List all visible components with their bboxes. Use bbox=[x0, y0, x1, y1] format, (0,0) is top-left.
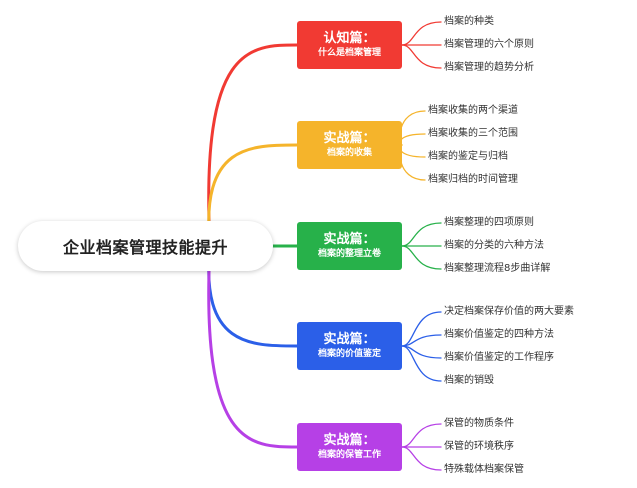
subtopic-item[interactable]: 保管的物质条件 bbox=[444, 418, 514, 429]
subtopic-item[interactable]: 档案管理的六个原则 bbox=[444, 39, 534, 50]
branch-title: 实战篇： bbox=[323, 332, 376, 347]
subtopic-connector bbox=[401, 334, 442, 347]
branch-topic-appraisal[interactable]: 实战篇： 档案的价值鉴定 bbox=[297, 322, 402, 370]
subtopic-item[interactable]: 档案整理流程8步曲详解 bbox=[444, 263, 551, 274]
subtopic-item[interactable]: 档案收集的三个范围 bbox=[428, 128, 518, 139]
subtopic-item[interactable]: 档案管理的趋势分析 bbox=[444, 62, 534, 73]
branch-connector bbox=[207, 244, 299, 449]
branch-subtitle: 档案的整理立卷 bbox=[317, 249, 381, 259]
branch-subtitle: 什么是档案管理 bbox=[317, 48, 381, 58]
branch-topic-arrangement[interactable]: 实战篇： 档案的整理立卷 bbox=[297, 222, 402, 270]
branch-subtitle: 档案的价值鉴定 bbox=[317, 349, 381, 359]
branch-connector bbox=[207, 43, 299, 248]
subtopic-connector bbox=[401, 21, 442, 46]
branch-title: 认知篇： bbox=[323, 31, 376, 46]
subtopic-connector bbox=[401, 222, 442, 247]
subtopic-connector bbox=[401, 345, 442, 359]
subtopic-item[interactable]: 档案的种类 bbox=[444, 16, 494, 27]
subtopic-item[interactable]: 档案收集的两个渠道 bbox=[428, 105, 518, 116]
branch-title: 实战篇： bbox=[323, 433, 376, 448]
subtopic-connector bbox=[401, 446, 442, 471]
subtopic-connector bbox=[401, 44, 442, 69]
subtopic-item[interactable]: 档案的分类的六种方法 bbox=[444, 240, 544, 251]
subtopic-connector bbox=[401, 423, 442, 448]
subtopic-connector bbox=[399, 144, 426, 181]
subtopic-item[interactable]: 档案价值鉴定的四种方法 bbox=[444, 329, 554, 340]
subtopic-connector bbox=[399, 110, 426, 146]
branch-subtitle: 档案的保管工作 bbox=[317, 450, 381, 460]
subtopic-item[interactable]: 保管的环境秩序 bbox=[444, 441, 514, 452]
branch-title: 实战篇： bbox=[323, 131, 376, 146]
root-topic-label: 企业档案管理技能提升 bbox=[62, 238, 228, 257]
branch-subtitle: 档案的收集 bbox=[326, 148, 372, 158]
subtopic-item[interactable]: 决定档案保存价值的两大要素 bbox=[444, 306, 574, 317]
subtopic-item[interactable]: 档案整理的四项原则 bbox=[444, 217, 534, 228]
subtopic-item[interactable]: 档案的销毁 bbox=[444, 375, 494, 386]
branch-topic-custody[interactable]: 实战篇： 档案的保管工作 bbox=[297, 423, 402, 471]
subtopic-item[interactable]: 档案的鉴定与归档 bbox=[428, 151, 508, 162]
branch-topic-cognition[interactable]: 认知篇： 什么是档案管理 bbox=[297, 21, 402, 69]
subtopic-connector bbox=[399, 144, 426, 158]
subtopic-connector bbox=[401, 345, 442, 382]
subtopic-connector bbox=[399, 133, 426, 146]
branch-title: 实战篇： bbox=[323, 232, 376, 247]
subtopic-connector bbox=[401, 311, 442, 347]
branch-connector bbox=[207, 143, 299, 248]
subtopic-item[interactable]: 档案归档的时间管理 bbox=[428, 174, 518, 185]
root-topic[interactable]: 企业档案管理技能提升 bbox=[18, 221, 273, 271]
branch-topic-collection[interactable]: 实战篇： 档案的收集 bbox=[297, 121, 402, 169]
subtopic-item[interactable]: 特殊载体档案保管 bbox=[444, 464, 524, 475]
subtopic-connector bbox=[401, 245, 442, 270]
subtopic-item[interactable]: 档案价值鉴定的工作程序 bbox=[444, 352, 554, 363]
